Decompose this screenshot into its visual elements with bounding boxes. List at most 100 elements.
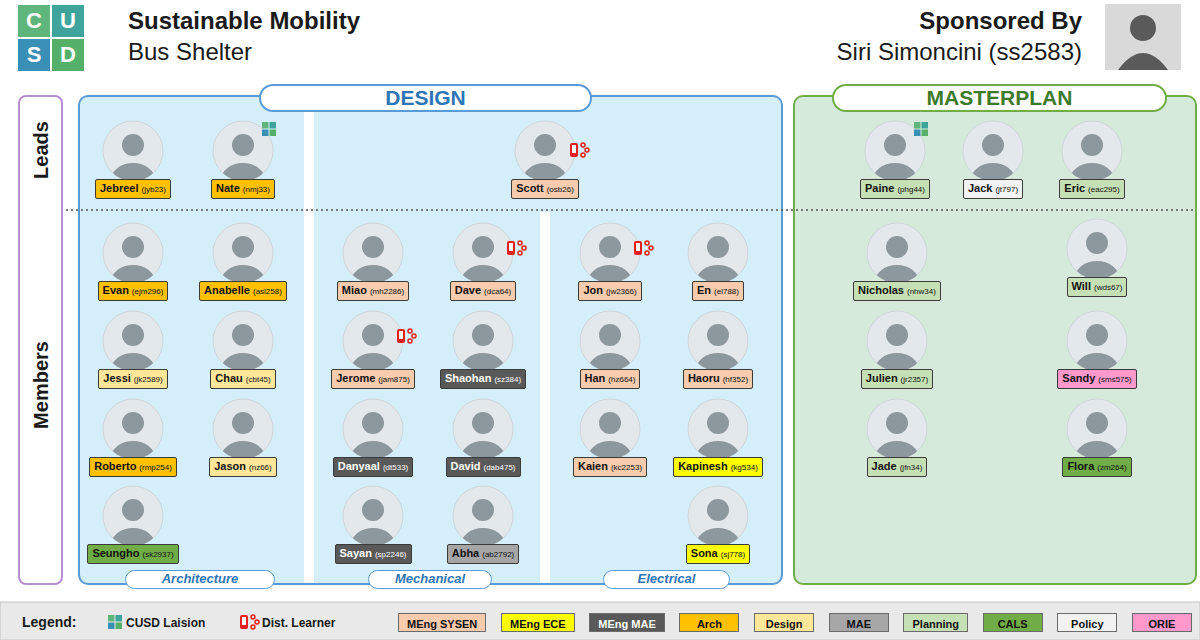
member-name: En: [697, 283, 711, 297]
name-tag: Jade(jfn34): [867, 457, 928, 477]
avatar-photo: [962, 120, 1024, 182]
name-tag: Sayan(sp2246): [335, 544, 412, 564]
member-name: Dave: [455, 283, 481, 297]
legend-item: CUSD Laision: [126, 613, 205, 632]
legend-label: ORIE: [1149, 618, 1176, 630]
column-divider: [304, 97, 314, 583]
avatar-photo: [102, 120, 164, 182]
member-card: Miao(mh2286): [337, 222, 409, 301]
member-name: Jade: [872, 459, 897, 473]
avatar-photo: [102, 222, 164, 284]
avatar-silhouette: [875, 412, 919, 460]
dist-learner-icon: [507, 241, 526, 255]
avatar-head: [232, 324, 254, 346]
member-card: Danyaal(dt533): [333, 398, 414, 477]
avatar-silhouette: [588, 412, 632, 460]
legend-swatch: MEng SYSEN: [398, 613, 486, 632]
member-netid: (eac295): [1088, 183, 1120, 197]
avatar-silhouette: [875, 324, 919, 372]
member-card: David(dab475): [446, 398, 521, 477]
avatar-silhouette: [351, 324, 395, 372]
avatar-head: [122, 499, 144, 521]
member-card: Sandy(sms575): [1057, 310, 1136, 389]
member-netid: (dca64): [484, 285, 511, 299]
legend-label: Arch: [697, 618, 722, 630]
avatar-photo: [452, 485, 514, 547]
name-tag: Nicholas(nhw34): [853, 281, 941, 301]
member-card: Scott(osb26): [511, 120, 579, 199]
avatar-silhouette: [221, 236, 265, 284]
name-tag: Nate(nmj33): [211, 179, 275, 199]
role-band: LeadsMembers: [18, 95, 63, 585]
name-tag: Evan(ejm296): [98, 281, 169, 301]
legend-label: CALS: [998, 618, 1028, 630]
avatar-silhouette: [1070, 134, 1114, 182]
name-tag: Julien(jr2357): [861, 369, 933, 389]
avatar-silhouette: [461, 499, 505, 547]
avatar-photo: [1066, 398, 1128, 460]
avatar-silhouette: [696, 412, 740, 460]
avatar-silhouette: [875, 236, 919, 284]
avatar-head: [599, 412, 621, 434]
member-name: Danyaal: [338, 459, 380, 473]
member-card: Jon(jw2366): [578, 222, 641, 301]
avatar-photo: [212, 120, 274, 182]
member-name: Kaien: [578, 459, 608, 473]
member-name: Jebreel: [100, 181, 139, 195]
member-netid: (wds67): [1094, 281, 1122, 295]
avatar-photo: [342, 310, 404, 372]
member-netid: (nmj33): [243, 183, 270, 197]
avatar-photo: [687, 310, 749, 372]
legend-swatch: Planning: [903, 613, 967, 632]
member-name: Anabelle: [204, 283, 250, 297]
member-card: Chau(cbt45): [210, 310, 275, 389]
name-tag: Abha(ab2792): [447, 544, 520, 564]
avatar-silhouette: [1075, 412, 1119, 460]
avatar-head: [472, 412, 494, 434]
member-netid: (dt533): [383, 461, 408, 475]
member-netid: (sj778): [721, 548, 745, 562]
avatar-silhouette: [588, 236, 632, 284]
member-card: Will(wds67): [1066, 218, 1128, 297]
legend-label: Policy: [1071, 618, 1103, 630]
avatar-silhouette: [111, 324, 155, 372]
member-card: Shaohan(sz384): [440, 310, 526, 389]
member-card: Jason(nz66): [209, 398, 276, 477]
avatar-head: [1086, 324, 1108, 346]
member-name: Jerome: [336, 371, 375, 385]
member-card: Sayan(sp2246): [335, 485, 412, 564]
discipline-column: MechanicalMiao(mh2286)Dave(dca64)Jerome(…: [315, 212, 540, 583]
name-tag: Dave(dca64): [450, 281, 516, 301]
name-tag: Kaien(kc2253): [573, 457, 647, 477]
name-tag: Jack(jt797): [963, 179, 1023, 199]
avatar-photo: [866, 398, 928, 460]
avatar-silhouette: [351, 412, 395, 460]
column-label: Architecture: [126, 571, 274, 587]
member-netid: (ejm296): [132, 285, 164, 299]
member-card: Evan(ejm296): [98, 222, 169, 301]
legend-swatch: Arch: [679, 613, 739, 632]
member-name: Jon: [583, 283, 603, 297]
avatar-photo: [866, 222, 928, 284]
band-label-holder: Members: [29, 341, 53, 429]
legend-label: MEng ECE: [510, 618, 566, 630]
member-card: Seungho(sk2937): [87, 485, 178, 564]
label-holder: D: [52, 39, 84, 71]
liaison-icon: [108, 615, 122, 629]
logo-tile: [52, 5, 84, 37]
logo-letter: S: [27, 42, 42, 68]
member-name: Eric: [1064, 181, 1085, 195]
member-netid: (jam875): [378, 373, 410, 387]
sponsor-photo: [1105, 4, 1181, 70]
discipline-column: ElectricalJon(jw2366)En(el788)Han(hz664)…: [550, 212, 780, 583]
avatar-head: [886, 412, 908, 434]
name-tag: Danyaal(dt533): [333, 457, 414, 477]
name-tag: Jon(jw2366): [578, 281, 641, 301]
avatar-silhouette: [111, 134, 155, 182]
legend-item: Arch: [679, 613, 739, 632]
member-name: Scott: [516, 181, 544, 195]
legend-swatch: CALS: [983, 613, 1043, 632]
name-tag: Scott(osb26): [511, 179, 579, 199]
avatar-photo: [212, 310, 274, 372]
